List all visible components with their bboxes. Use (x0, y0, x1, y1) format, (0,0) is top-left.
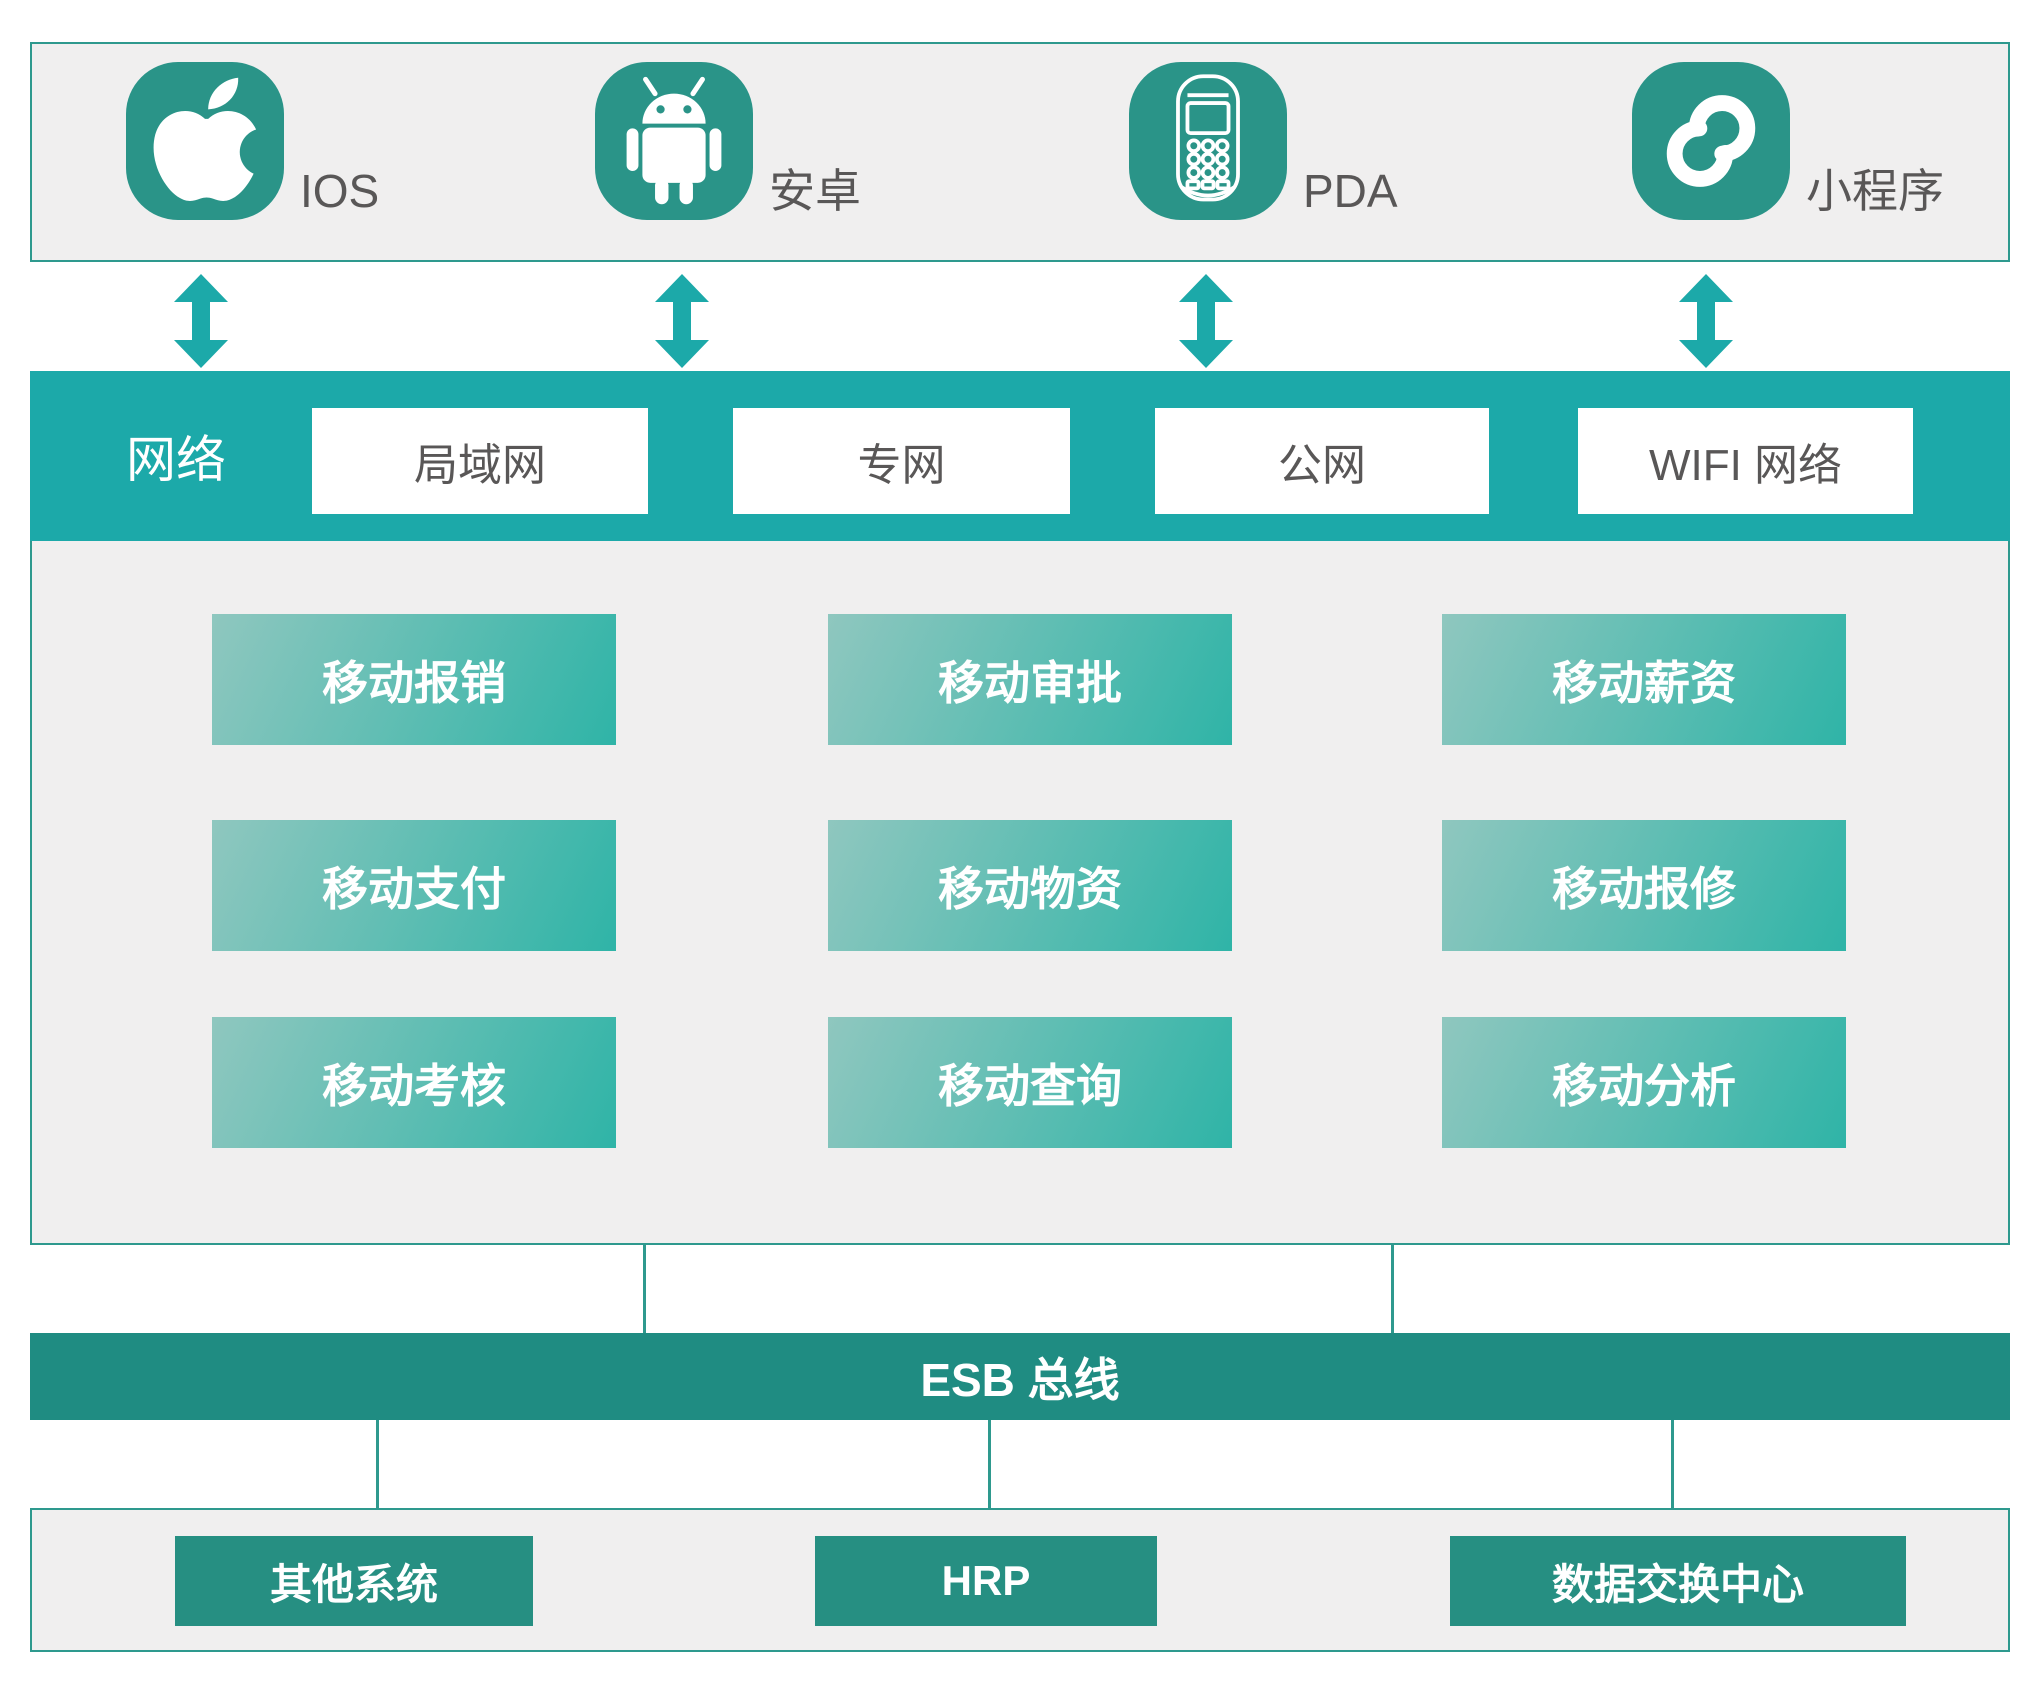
module-box: 移动考核 (212, 1017, 616, 1148)
network-type-public: 公网 (1155, 408, 1489, 514)
platform-strip: IOS 安卓 (30, 42, 2010, 262)
network-type-wifi: WIFI 网络 (1578, 408, 1913, 514)
backend-system-other: 其他系统 (175, 1536, 533, 1626)
backend-system-data-exchange: 数据交换中心 (1450, 1536, 1906, 1626)
platform-android: 安卓 (595, 62, 861, 220)
platform-ios: IOS (126, 62, 379, 220)
platform-label-pda: PDA (1303, 165, 1398, 217)
connector-line (1671, 1420, 1674, 1510)
module-box: 移动分析 (1442, 1017, 1846, 1148)
module-box: 移动查询 (828, 1017, 1232, 1148)
apple-icon (126, 62, 284, 220)
esb-bus-bar: ESB 总线 (30, 1333, 2010, 1420)
platform-miniprogram: 小程序 (1632, 62, 1944, 220)
android-icon-svg (626, 76, 722, 205)
miniprogram-icon (1632, 62, 1790, 220)
miniprogram-icon-svg (1666, 95, 1756, 187)
double-arrow-icon (1679, 274, 1733, 368)
module-panel: 移动报销 移动审批 移动薪资 移动支付 移动物资 移动报修 移动考核 移动查询 … (30, 541, 2010, 1245)
network-type-private: 专网 (733, 408, 1070, 514)
module-box: 移动报销 (212, 614, 616, 745)
platform-label-android: 安卓 (769, 165, 861, 217)
double-arrow-icon (655, 274, 709, 368)
pda-icon (1129, 62, 1287, 220)
connector-line (1391, 1245, 1394, 1333)
esb-bus-label: ESB 总线 (920, 1353, 1120, 1406)
network-bar-title: 网络 (126, 432, 226, 488)
connector-line (376, 1420, 379, 1510)
android-icon (595, 62, 753, 220)
backend-strip: 其他系统 HRP 数据交换中心 (30, 1508, 2010, 1652)
module-box: 移动物资 (828, 820, 1232, 951)
connector-line (988, 1420, 991, 1510)
double-arrow-icon (174, 274, 228, 368)
network-bar: 网络 局域网 专网 公网 WIFI 网络 (30, 371, 2010, 541)
platform-label-miniprogram: 小程序 (1806, 165, 1944, 217)
apple-icon-svg (153, 77, 284, 201)
platform-label-ios: IOS (300, 165, 380, 217)
double-arrow-icon (1179, 274, 1233, 368)
connector-line (643, 1245, 646, 1333)
module-box: 移动审批 (828, 614, 1232, 745)
backend-system-hrp: HRP (815, 1536, 1157, 1626)
network-type-lan: 局域网 (312, 408, 648, 514)
pda-icon-svg (1176, 74, 1240, 202)
module-box: 移动支付 (212, 820, 616, 951)
platform-pda: PDA (1129, 62, 1398, 220)
module-box: 移动薪资 (1442, 614, 1846, 745)
module-box: 移动报修 (1442, 820, 1846, 951)
